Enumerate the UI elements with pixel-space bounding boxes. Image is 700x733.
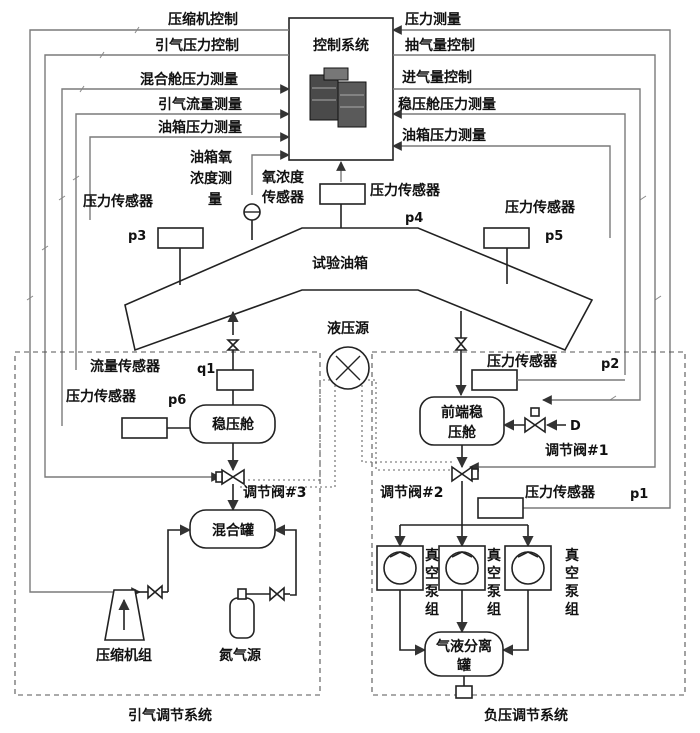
negative-system-label: 负压调节系统: [484, 707, 568, 724]
signal-bleed-flow: 引气流量测量: [158, 96, 242, 113]
svg-text:空: 空: [425, 565, 439, 582]
control-system-label: 控制系统: [313, 37, 369, 54]
right-signal-lines: [392, 25, 671, 509]
svg-text:空: 空: [565, 565, 579, 582]
front-chamber-line2: 压舱: [448, 424, 477, 441]
hydraulic-lines: [238, 379, 455, 488]
pump-label-1: 真 空 泵 组: [425, 547, 439, 618]
oxygen-measure-line2: 浓度测: [190, 170, 232, 187]
sensor-p2-label: 压力传感器: [487, 353, 558, 370]
svg-text:真: 真: [487, 547, 501, 564]
vacuum-pump-3: [504, 545, 552, 591]
sensor-q1-label: 流量传感器: [90, 358, 161, 375]
nitrogen-valve-icon: [269, 586, 285, 602]
oxygen-measure-line3: 量: [208, 192, 222, 208]
hydraulic-source-label: 液压源: [327, 320, 369, 337]
vacuum-pump-2: [438, 545, 486, 591]
signal-intake-control: 进气量控制: [402, 69, 472, 86]
oxygen-sensor-line2: 传感器: [261, 189, 305, 206]
signal-stable-chamber-pressure: 稳压舱压力测量: [398, 96, 496, 113]
sensor-p6-sub: p6: [168, 393, 186, 408]
nitrogen-cylinder-icon: [229, 597, 255, 639]
svg-text:泵: 泵: [425, 584, 439, 600]
sensor-p3-label: 压力传感器: [83, 193, 154, 210]
signal-tank-pressure-left: 油箱压力测量: [158, 119, 242, 136]
svg-text:真: 真: [565, 547, 579, 564]
signal-bleed-pressure-control: 引气压力控制: [155, 37, 239, 54]
nitrogen-source-label: 氮气源: [218, 647, 261, 664]
valve-3-icon: [221, 468, 245, 486]
sensor-p4-box: [319, 183, 366, 205]
negative-system-region: [371, 351, 686, 696]
svg-text:泵: 泵: [565, 584, 579, 600]
sensor-p3-sub: p3: [128, 229, 146, 244]
oxygen-measure-line1: 油箱氧: [190, 149, 232, 166]
signal-pressure-measure: 压力测量: [405, 11, 461, 28]
sensor-p4-label: 压力传感器: [370, 182, 441, 199]
front-chamber-line1: 前端稳: [441, 404, 483, 421]
bleed-system-label: 引气调节系统: [128, 707, 212, 724]
signal-mix-chamber-pressure: 混合舱压力测量: [140, 71, 238, 88]
sensor-p1-sub: p1: [630, 487, 648, 502]
signal-extraction-control: 抽气量控制: [405, 37, 475, 54]
sensor-p6-box: [121, 417, 168, 439]
sensor-q1-box: [216, 369, 254, 391]
left-signal-lines: [29, 29, 290, 597]
valve-2-label: 调节阀#2: [380, 484, 443, 501]
drain-valve-icon: [455, 685, 473, 699]
left-upper-valve-icon: [226, 339, 240, 351]
pump-label-2: 真 空 泵 组: [487, 547, 501, 618]
svg-text:真: 真: [425, 547, 439, 564]
separator-line1: 气液分离: [435, 638, 492, 655]
svg-text:组: 组: [487, 601, 501, 618]
d-label: D: [570, 419, 581, 434]
svg-text:组: 组: [565, 601, 579, 618]
compressor-valve-icon: [147, 584, 163, 600]
test-tank-label: 试验油箱: [312, 255, 368, 272]
sensor-p5-label: 压力传感器: [505, 199, 576, 216]
valve-3-label: 调节阀#3: [243, 484, 306, 501]
mixing-tank-label: 混合罐: [212, 522, 254, 539]
sensor-p3-box: [157, 227, 204, 249]
sensor-p5-sub: p5: [545, 229, 563, 244]
sensor-p1-box: [477, 497, 524, 519]
sensor-p5-box: [483, 227, 530, 249]
svg-text:空: 空: [487, 565, 501, 582]
right-upper-valve-icon: [454, 337, 468, 351]
sensor-p6-label: 压力传感器: [66, 388, 137, 405]
compressor-unit-label: 压缩机组: [96, 647, 152, 664]
oxygen-sensor-line1: 氧浓度: [261, 169, 305, 186]
pump-label-3: 真 空 泵 组: [565, 547, 579, 618]
signal-tank-pressure-right: 油箱压力测量: [402, 127, 486, 144]
vacuum-pump-1: [376, 545, 424, 591]
svg-text:泵: 泵: [487, 584, 501, 600]
valve-1-icon: [524, 416, 546, 434]
server-icon: [309, 67, 367, 128]
line-hatch-marks: [26, 26, 662, 401]
sensor-p4-sub: p4: [405, 211, 423, 226]
sensor-p2-sub: p2: [601, 357, 619, 372]
separator-line2: 罐: [456, 657, 471, 674]
valve-1-label: 调节阀#1: [545, 442, 608, 459]
sensor-p1-label: 压力传感器: [525, 484, 596, 501]
svg-text:组: 组: [425, 601, 439, 618]
sensor-p2-box: [471, 369, 518, 391]
stable-chamber-label: 稳压舱: [212, 416, 255, 433]
sensor-q1-sub: q1: [197, 362, 215, 377]
valve-2-icon: [451, 465, 473, 483]
signal-compressor-control: 压缩机控制: [168, 11, 238, 28]
